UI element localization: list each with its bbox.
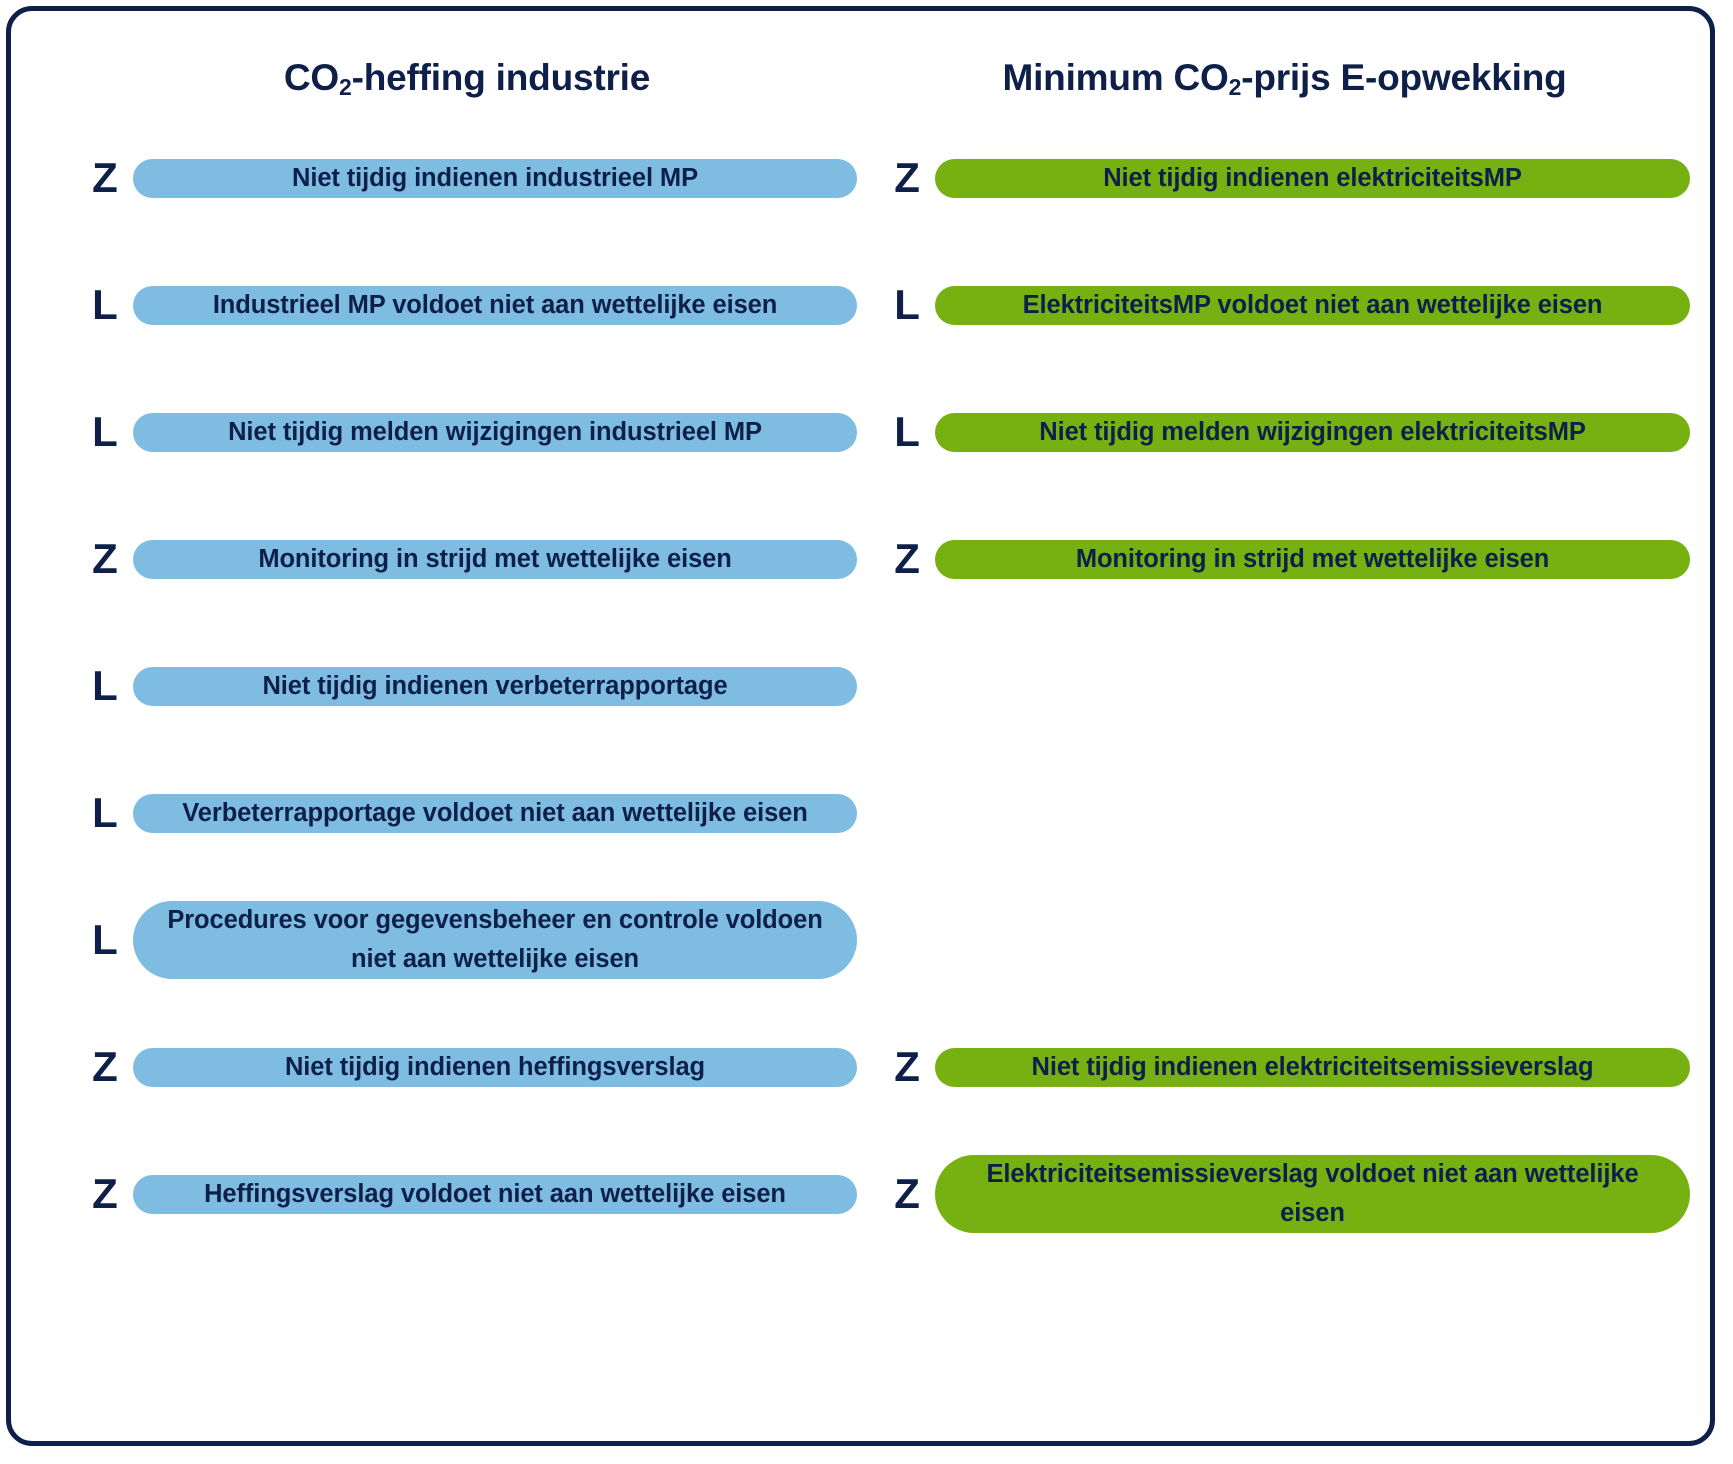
- row-marker: L: [92, 662, 118, 710]
- list-item[interactable]: L Niet tijdig melden wijzigingen elektri…: [879, 382, 1690, 483]
- row-label: Monitoring in strijd met wettelijke eise…: [258, 544, 732, 573]
- column-co2-heffing-industrie: CO2-heffing industrie Z Niet tijdig indi…: [11, 11, 869, 1441]
- list-item[interactable]: L Niet tijdig indienen verbeterrapportag…: [77, 636, 858, 737]
- row-gap: [77, 483, 857, 509]
- row-pill[interactable]: Niet tijdig melden wijzigingen elektrici…: [935, 412, 1690, 452]
- row-pill[interactable]: Heffingsverslag voldoet niet aan wetteli…: [133, 1174, 858, 1214]
- row-marker: L: [92, 789, 118, 837]
- row-pill[interactable]: Elektriciteitsemissieverslag voldoet nie…: [935, 1155, 1690, 1233]
- column-minimum-co2-prijs-e-opwekking: Minimum CO2-prijs E-opwekking Z Niet tij…: [869, 11, 1710, 1441]
- row-label: Niet tijdig indienen verbeterrapportage: [262, 671, 728, 700]
- list-item[interactable]: Z Niet tijdig indienen elektriciteitsemi…: [879, 1017, 1690, 1118]
- row-marker: Z: [92, 535, 118, 583]
- list-item[interactable]: L Industrieel MP voldoet niet aan wettel…: [77, 255, 858, 356]
- row-gap: [77, 991, 857, 1017]
- row-label: Niet tijdig indienen industrieel MP: [292, 163, 698, 192]
- row-label: Verbeterrapportage voldoet niet aan wett…: [182, 798, 808, 827]
- row-pill[interactable]: Niet tijdig indienen elektriciteitsMP: [935, 158, 1690, 198]
- row-label: Elektriciteitsemissieverslag voldoet nie…: [986, 1160, 1639, 1228]
- row-gap: [77, 864, 857, 890]
- row-pill[interactable]: Procedures voor gegevensbeheer en contro…: [133, 901, 858, 979]
- row-marker: L: [92, 916, 118, 964]
- row-label: Niet tijdig melden wijzigingen elektrici…: [1039, 417, 1586, 446]
- column-title-suffix: -prijs E-opwekking: [1241, 57, 1567, 98]
- column-rows-left: Z Niet tijdig indienen industrieel MP L …: [77, 128, 858, 1245]
- row-label: Niet tijdig indienen elektriciteitsMP: [1103, 163, 1522, 192]
- column-title-minimum-co2-prijs-e-opwekking: Minimum CO2-prijs E-opwekking: [879, 57, 1690, 101]
- row-label: Industrieel MP voldoet niet aan wettelij…: [212, 290, 778, 319]
- row-pill[interactable]: Niet tijdig indienen industrieel MP: [133, 158, 858, 198]
- row-gap: [879, 991, 1690, 1017]
- diagram-columns: CO2-heffing industrie Z Niet tijdig indi…: [11, 11, 1710, 1441]
- list-item[interactable]: Z Monitoring in strijd met wettelijke ei…: [879, 509, 1690, 610]
- row-marker: L: [894, 281, 920, 329]
- row-gap: [879, 483, 1690, 509]
- row-gap: [77, 737, 857, 763]
- row-gap: [879, 1118, 1690, 1144]
- row-gap: [77, 1118, 857, 1144]
- list-item-placeholder: [879, 763, 1690, 864]
- row-marker: Z: [894, 1043, 920, 1091]
- row-label: Niet tijdig indienen heffingsverslag: [284, 1052, 706, 1081]
- column-title-co2-heffing-industrie: CO2-heffing industrie: [77, 57, 857, 101]
- list-item[interactable]: L ElektriciteitsMP voldoet niet aan wett…: [879, 255, 1690, 356]
- column-title-prefix: Minimum CO: [1002, 57, 1229, 98]
- row-pill[interactable]: Niet tijdig indienen verbeterrapportage: [133, 666, 858, 706]
- row-pill[interactable]: Niet tijdig indienen elektriciteitsemiss…: [935, 1047, 1690, 1087]
- list-item-placeholder: [879, 636, 1690, 737]
- list-item[interactable]: L Procedures voor gegevensbeheer en cont…: [77, 890, 858, 991]
- list-item-placeholder: [879, 890, 1690, 991]
- column-title-prefix: CO: [283, 57, 340, 98]
- column-title-subscript: 2: [339, 74, 352, 101]
- row-label: Monitoring in strijd met wettelijke eise…: [1075, 544, 1550, 573]
- row-label: Procedures voor gegevensbeheer en contro…: [167, 906, 823, 974]
- row-marker: L: [92, 281, 118, 329]
- column-title-subscript: 2: [1228, 74, 1242, 101]
- row-gap: [77, 229, 857, 255]
- list-item[interactable]: Z Niet tijdig indienen elektriciteitsMP: [879, 128, 1690, 229]
- column-title-suffix: -heffing industrie: [351, 57, 651, 98]
- row-gap: [879, 737, 1690, 763]
- row-marker: L: [894, 408, 920, 456]
- row-pill[interactable]: Monitoring in strijd met wettelijke eise…: [935, 539, 1690, 579]
- row-marker: L: [92, 408, 118, 456]
- row-gap: [77, 610, 857, 636]
- row-pill[interactable]: ElektriciteitsMP voldoet niet aan wettel…: [935, 285, 1690, 325]
- row-pill[interactable]: Niet tijdig melden wijzigingen industrie…: [133, 412, 858, 452]
- row-gap: [879, 610, 1690, 636]
- row-gap: [77, 356, 857, 382]
- row-gap: [879, 229, 1690, 255]
- list-item[interactable]: Z Niet tijdig indienen industrieel MP: [77, 128, 858, 229]
- row-pill[interactable]: Monitoring in strijd met wettelijke eise…: [133, 539, 858, 579]
- row-pill[interactable]: Verbeterrapportage voldoet niet aan wett…: [133, 793, 858, 833]
- list-item[interactable]: L Niet tijdig melden wijzigingen industr…: [77, 382, 858, 483]
- list-item[interactable]: Z Niet tijdig indienen heffingsverslag: [77, 1017, 858, 1118]
- list-item[interactable]: L Verbeterrapportage voldoet niet aan we…: [77, 763, 858, 864]
- row-marker: Z: [894, 1170, 920, 1218]
- row-label: Niet tijdig indienen elektriciteitsemiss…: [1031, 1052, 1594, 1081]
- row-marker: Z: [92, 1170, 118, 1218]
- row-label: Niet tijdig melden wijzigingen industrie…: [228, 417, 762, 446]
- row-marker: Z: [92, 154, 118, 202]
- row-label: Heffingsverslag voldoet niet aan wetteli…: [204, 1179, 786, 1208]
- column-rows-right: Z Niet tijdig indienen elektriciteitsMP …: [879, 128, 1690, 1245]
- list-item[interactable]: Z Elektriciteitsemissieverslag voldoet n…: [879, 1144, 1690, 1245]
- row-pill[interactable]: Industrieel MP voldoet niet aan wettelij…: [133, 285, 858, 325]
- row-pill[interactable]: Niet tijdig indienen heffingsverslag: [133, 1047, 858, 1087]
- list-item[interactable]: Z Monitoring in strijd met wettelijke ei…: [77, 509, 858, 610]
- row-marker: Z: [92, 1043, 118, 1091]
- row-marker: Z: [894, 154, 920, 202]
- row-gap: [879, 356, 1690, 382]
- row-label: ElektriciteitsMP voldoet niet aan wettel…: [1022, 290, 1603, 319]
- diagram-frame: CO2-heffing industrie Z Niet tijdig indi…: [6, 6, 1715, 1446]
- row-gap: [879, 864, 1690, 890]
- list-item[interactable]: Z Heffingsverslag voldoet niet aan wette…: [77, 1144, 858, 1245]
- row-marker: Z: [894, 535, 920, 583]
